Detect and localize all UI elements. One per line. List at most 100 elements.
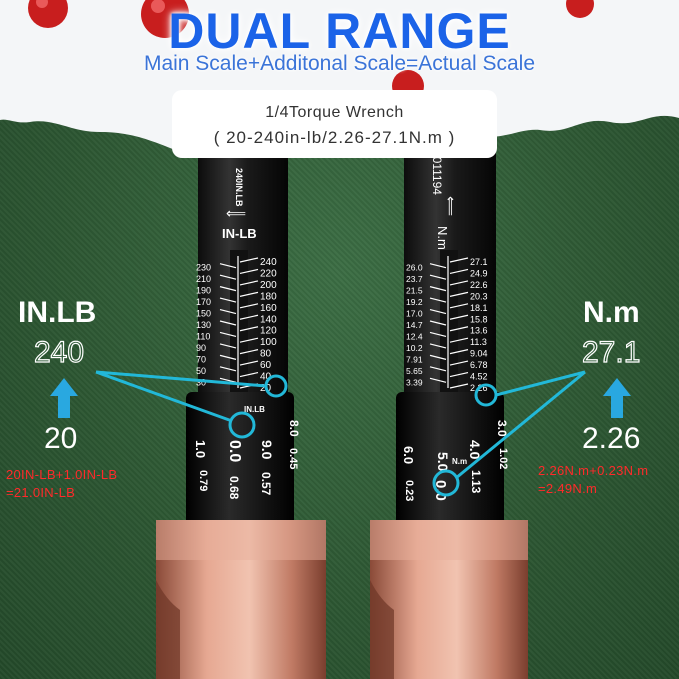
scale-tick bbox=[219, 308, 237, 315]
scale-tick bbox=[429, 308, 447, 315]
scale-tick bbox=[239, 371, 259, 378]
scale-tick bbox=[449, 371, 469, 378]
scale-tick bbox=[239, 360, 259, 366]
left-calc-line1: 20IN-LB+1.0IN-LB bbox=[6, 467, 118, 482]
scale-tick bbox=[449, 326, 469, 332]
highlight-callouts bbox=[95, 370, 586, 497]
scale-label-main: 140 bbox=[260, 314, 277, 325]
scale-label-main: 240 bbox=[260, 257, 277, 268]
scale-label-main: 80 bbox=[260, 349, 272, 360]
right-engraving: 1011194 bbox=[430, 150, 444, 195]
scale-tick bbox=[219, 331, 237, 338]
scale-label-minor: 23.7 bbox=[406, 274, 423, 284]
scale-label-main: 220 bbox=[260, 268, 277, 279]
scale-label-minor: 190 bbox=[196, 286, 211, 296]
left-up-arrow-icon bbox=[50, 378, 78, 418]
scale-label-main: 40 bbox=[260, 372, 272, 383]
scale-tick bbox=[429, 331, 447, 338]
right-unit-label: N.m bbox=[583, 296, 640, 329]
collar-number: 4.0 bbox=[467, 440, 483, 460]
left-max-value: 240 bbox=[33, 335, 85, 369]
scale-tick bbox=[449, 360, 469, 366]
scale-tick bbox=[239, 268, 259, 275]
scale-tick bbox=[429, 263, 447, 269]
scale-label-main: 200 bbox=[260, 280, 277, 291]
scale-label-main: 24.9 bbox=[470, 268, 488, 278]
scale-tick bbox=[219, 263, 237, 269]
scale-label-minor: 150 bbox=[196, 309, 211, 319]
right-min-value: 2.26 bbox=[582, 422, 641, 455]
scale-label-minor: 110 bbox=[196, 331, 210, 341]
scale-tick bbox=[429, 320, 447, 326]
scale-label-main: 120 bbox=[260, 326, 277, 337]
scale-tick bbox=[429, 297, 447, 303]
subtitle: Main Scale+Additonal Scale=Actual Scale bbox=[143, 52, 536, 75]
scale-label-main: 13.6 bbox=[470, 326, 488, 336]
scale-tick bbox=[449, 303, 469, 309]
ornament-ball bbox=[566, 0, 594, 18]
scale-tick bbox=[219, 366, 237, 372]
scale-label-minor: 26.0 bbox=[406, 263, 423, 273]
collar-number: 8.0 bbox=[287, 420, 301, 437]
collar-number: 6.0 bbox=[401, 446, 416, 464]
scale-label-minor: 3.39 bbox=[406, 377, 423, 387]
scale-tick bbox=[449, 257, 469, 263]
left-unit-label: IN.LB bbox=[18, 296, 97, 329]
spec-title: 1/4Torque Wrench bbox=[265, 104, 404, 121]
scale-tick bbox=[239, 337, 259, 343]
right-calc: 2.26N.m+0.23N.m =2.49N.m bbox=[538, 462, 648, 498]
scale-tick bbox=[219, 377, 237, 383]
collar-number: 0.45 bbox=[287, 448, 299, 469]
right-collar bbox=[396, 392, 504, 530]
scale-tick bbox=[449, 291, 469, 297]
right-calc-line1: 2.26N.m+0.23N.m bbox=[538, 463, 649, 478]
collar-number: 1.02 bbox=[497, 448, 509, 469]
scale-tick bbox=[219, 274, 237, 280]
spec-range: ( 20-240in-lb/2.26-27.1N.m ) bbox=[213, 128, 456, 147]
scale-label-minor: 70 bbox=[196, 354, 206, 364]
right-max-value: 27.1 bbox=[581, 335, 641, 369]
main-title: DUAL RANGE bbox=[168, 3, 511, 59]
scale-tick bbox=[219, 320, 237, 326]
scale-label-main: 9.04 bbox=[470, 349, 488, 359]
scale-label-minor: 14.7 bbox=[406, 320, 423, 330]
scale-tick bbox=[239, 280, 259, 286]
collar-number: 0.79 bbox=[197, 470, 209, 491]
right-calc-line2: =2.49N.m bbox=[538, 481, 598, 496]
scale-tick bbox=[219, 354, 237, 360]
scale-tick bbox=[449, 337, 469, 343]
collar-unit-label: IN.LB bbox=[244, 405, 265, 414]
left-calc: 20IN-LB+1.0IN-LB =21.0IN-LB bbox=[6, 466, 117, 502]
collar-number: 1.13 bbox=[469, 470, 483, 494]
scale-label-minor: 7.91 bbox=[406, 354, 423, 364]
left-engraving: 240IN.LB bbox=[234, 168, 244, 207]
scale-tick bbox=[449, 280, 469, 286]
collar-number: 0.57 bbox=[259, 472, 273, 496]
scale-label-main: 180 bbox=[260, 291, 277, 302]
scale-label-main: 6.78 bbox=[470, 360, 488, 370]
scale-tick bbox=[219, 286, 237, 292]
scale-tick bbox=[429, 377, 447, 383]
scale-label-minor: 90 bbox=[196, 343, 206, 353]
scale-label-main: 11.3 bbox=[470, 337, 487, 347]
scale-label-main: 160 bbox=[260, 303, 277, 314]
scale-tick bbox=[449, 314, 469, 320]
left-collar bbox=[186, 392, 294, 530]
scale-tick bbox=[239, 349, 259, 355]
right-handle-label: N.m bbox=[435, 226, 450, 250]
scale-label-minor: 130 bbox=[196, 320, 211, 330]
scale-label-minor: 5.65 bbox=[406, 366, 423, 376]
scale-tick bbox=[429, 354, 447, 360]
scale-label-main: 22.6 bbox=[470, 280, 488, 290]
scale-tick bbox=[239, 291, 259, 297]
collar-number: 9.0 bbox=[259, 440, 275, 460]
scale-tick bbox=[219, 297, 237, 303]
scale-label-minor: 10.2 bbox=[406, 343, 423, 353]
scale-tick bbox=[239, 257, 259, 263]
scale-label-minor: 21.5 bbox=[406, 286, 423, 296]
collar-number: 1.0 bbox=[193, 440, 208, 458]
ornament-ball bbox=[28, 0, 68, 28]
scale-tick bbox=[239, 303, 259, 309]
collar-number: 5.0 bbox=[435, 452, 451, 472]
scale-label-main: 100 bbox=[260, 337, 277, 348]
